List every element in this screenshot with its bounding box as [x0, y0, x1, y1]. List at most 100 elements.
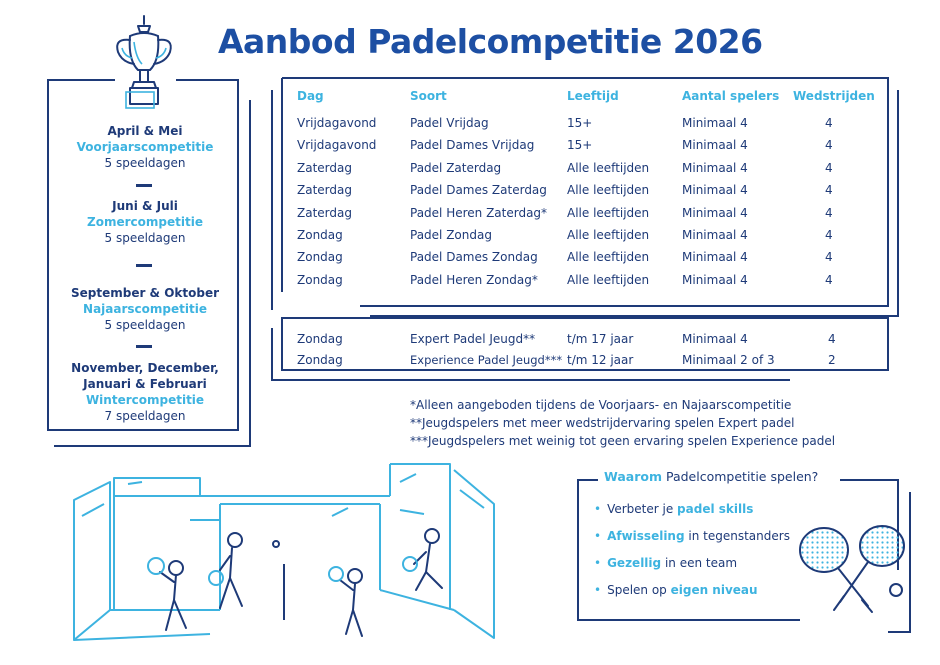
season-days: 5 speeldagen	[104, 318, 186, 332]
season-days: 5 speeldagen	[104, 156, 186, 170]
table-frame	[271, 77, 899, 381]
column-header-soort: Soort	[410, 89, 447, 103]
season-divider	[136, 345, 152, 348]
season-name: Voorjaarscompetitie	[76, 140, 214, 154]
season-days: 7 speeldagen	[104, 409, 186, 423]
table-cell: 4	[825, 161, 833, 175]
season-summer: Juni & Juli Zomercompetitie 5 speeldagen	[50, 198, 240, 246]
season-name: Najaarscompetitie	[83, 302, 207, 316]
season-when: April & Mei	[107, 124, 183, 138]
table-cell: Zondag	[297, 332, 343, 346]
table-cell: 4	[825, 138, 833, 152]
footnote: *Alleen aangeboden tijdens de Voorjaars-…	[410, 398, 792, 412]
table-cell: Minimaal 4	[682, 138, 748, 152]
table-cell: Minimaal 4	[682, 228, 748, 242]
bullet-icon: •	[594, 502, 602, 516]
table-cell: 4	[825, 206, 833, 220]
table-cell: Vrijdagavond	[297, 116, 377, 130]
why-item-text: in een team	[661, 556, 738, 570]
column-header-dag: Dag	[297, 89, 324, 103]
table-cell: Padel Vrijdag	[410, 116, 489, 130]
table-cell: Minimaal 4	[682, 183, 748, 197]
table-cell: 4	[825, 250, 833, 264]
bullet-icon: •	[594, 529, 602, 543]
trophy-icon	[116, 15, 172, 109]
table-cell: Alle leeftijden	[567, 183, 650, 197]
why-list-item: • Gezellig in een team	[594, 556, 737, 570]
table-cell: Zondag	[297, 250, 343, 264]
table-cell: Padel Dames Zaterdag	[410, 183, 547, 197]
season-name: Wintercompetitie	[85, 393, 205, 407]
why-list-item: • Verbeter je padel skills	[594, 502, 753, 516]
page-title: Aanbod Padelcompetitie 2026	[218, 22, 763, 61]
table-cell: Padel Zaterdag	[410, 161, 502, 175]
column-header-leeftijd: Leeftijd	[567, 89, 619, 103]
why-item-highlight: Afwisseling	[607, 529, 685, 543]
season-when: Juni & Juli	[112, 199, 178, 213]
season-when: Januari & Februari	[83, 377, 207, 391]
table-cell: Experience Padel Jeugd***	[410, 353, 563, 367]
table-cell: 15+	[567, 138, 593, 152]
table-cell: Alle leeftijden	[567, 273, 650, 287]
table-cell: Expert Padel Jeugd**	[410, 332, 536, 346]
table-cell: 2	[828, 353, 836, 367]
table-cell: Padel Heren Zaterdag*	[410, 206, 548, 220]
why-title-rest: Padelcompetitie spelen?	[665, 469, 819, 484]
table-cell: 4	[825, 183, 833, 197]
table-cell: Padel Heren Zondag*	[410, 273, 538, 287]
season-days: 5 speeldagen	[104, 231, 186, 245]
table-cell: t/m 17 jaar	[567, 332, 634, 346]
table-cell: Alle leeftijden	[567, 161, 650, 175]
table-cell: Minimaal 2 of 3	[682, 353, 775, 367]
table-cell: Minimaal 4	[682, 116, 748, 130]
why-item-text: Verbeter je	[607, 502, 678, 516]
column-header-wedstrijden: Wedstrijden	[793, 89, 875, 103]
table-cell: t/m 12 jaar	[567, 353, 634, 367]
season-autumn: September & Oktober Najaarscompetitie 5 …	[50, 285, 240, 333]
table-cell: Alle leeftijden	[567, 250, 650, 264]
why-title: Waarom Padelcompetitie spelen?	[598, 469, 825, 484]
season-winter: November, December, Januari & Februari W…	[50, 360, 240, 424]
why-item-text: in tegenstanders	[684, 529, 790, 543]
bullet-icon: •	[594, 556, 602, 570]
season-when: September & Oktober	[70, 286, 220, 300]
table-cell: Padel Dames Zondag	[410, 250, 538, 264]
table-cell: Padel Zondag	[410, 228, 492, 242]
table-cell: Minimaal 4	[682, 206, 748, 220]
table-cell: Alle leeftijden	[567, 206, 650, 220]
table-cell: 4	[825, 116, 833, 130]
why-title-bold: Waarom	[604, 469, 662, 484]
why-item-highlight: eigen niveau	[670, 583, 758, 597]
season-name: Zomercompetitie	[87, 215, 203, 229]
table-cell: Minimaal 4	[682, 332, 748, 346]
column-header-aantal-spelers: Aantal spelers	[682, 89, 780, 103]
table-cell: Vrijdagavond	[297, 138, 377, 152]
season-divider	[136, 264, 152, 267]
why-item-highlight: padel skills	[677, 502, 754, 516]
table-cell: Zaterdag	[297, 206, 352, 220]
season-divider	[136, 184, 152, 187]
table-cell: 4	[825, 228, 833, 242]
season-spring: April & Mei Voorjaarscompetitie 5 speeld…	[50, 123, 240, 171]
why-item-text: Spelen op	[607, 583, 671, 597]
season-box-frame	[47, 79, 251, 447]
table-cell: 4	[828, 332, 836, 346]
table-cell: Zaterdag	[297, 161, 352, 175]
footnote: ***Jeugdspelers met weinig tot geen erva…	[410, 434, 836, 448]
table-cell: 4	[825, 273, 833, 287]
why-list-item: • Spelen op eigen niveau	[594, 583, 758, 597]
bullet-icon: •	[594, 583, 602, 597]
table-cell: Minimaal 4	[682, 273, 748, 287]
padel-court-illustration	[73, 463, 495, 641]
table-cell: Zondag	[297, 353, 343, 367]
why-list-item: • Afwisseling in tegenstanders	[594, 529, 790, 543]
table-cell: Zondag	[297, 228, 343, 242]
table-cell: Zondag	[297, 273, 343, 287]
table-cell: Padel Dames Vrijdag	[410, 138, 535, 152]
table-cell: Minimaal 4	[682, 161, 748, 175]
table-cell: Zaterdag	[297, 183, 352, 197]
table-cell: 15+	[567, 116, 593, 130]
table-cell: Minimaal 4	[682, 250, 748, 264]
padel-rackets-icon	[799, 525, 905, 613]
why-item-highlight: Gezellig	[607, 556, 662, 570]
